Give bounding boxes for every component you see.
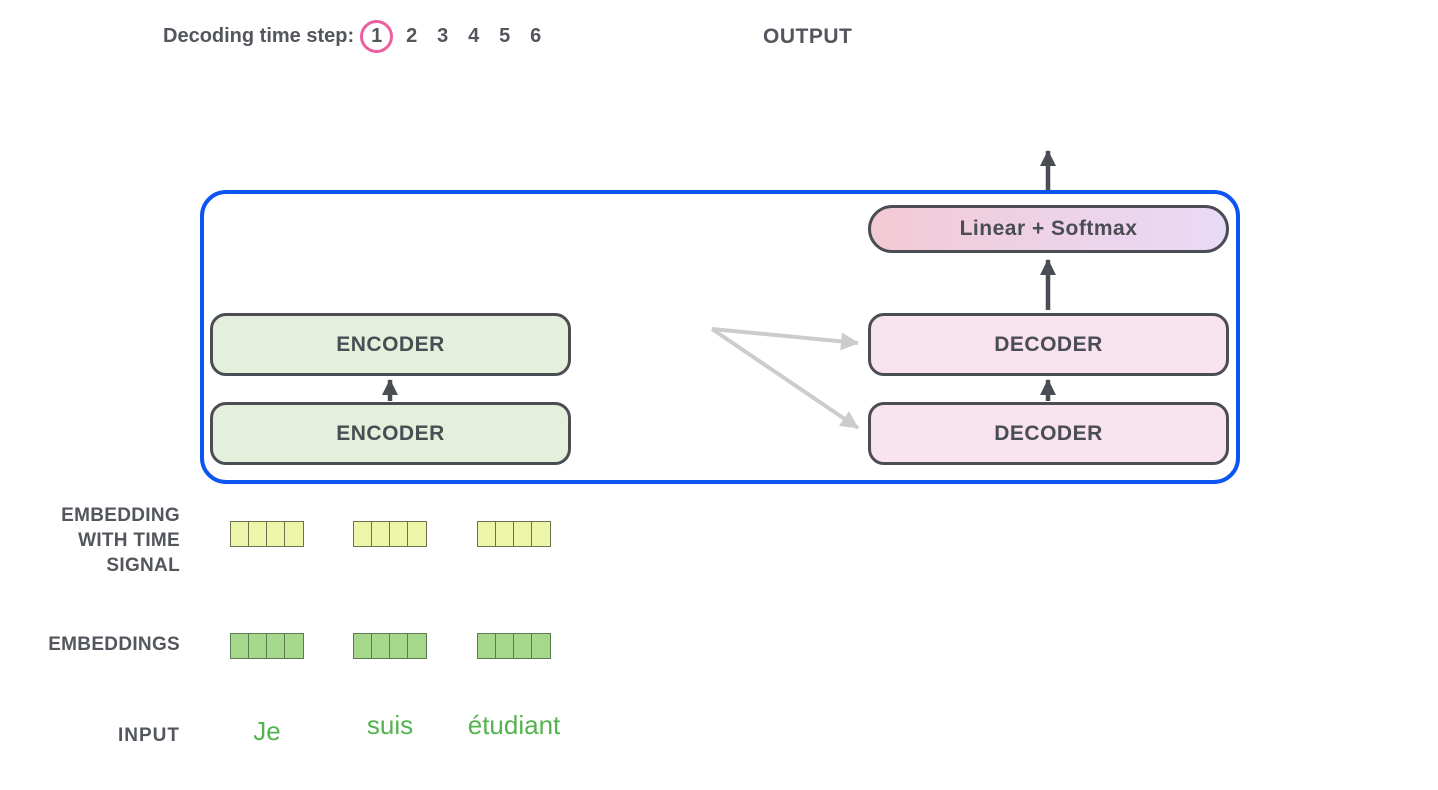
embedding-vector-2	[353, 633, 427, 659]
vector-cell	[531, 521, 551, 547]
vector-cell	[284, 521, 304, 547]
vector-cell	[266, 633, 286, 659]
time-step-6[interactable]: 6	[530, 24, 542, 47]
linear-softmax-block: Linear + Softmax	[868, 205, 1229, 253]
decoder-block-bottom: DECODER	[868, 402, 1229, 465]
time-step-4[interactable]: 4	[468, 24, 480, 47]
embeddings-label: EMBEDDINGS	[48, 634, 180, 655]
input-word-je: Je	[253, 716, 281, 746]
vector-cell	[266, 521, 286, 547]
input-word-suis: suis	[366, 710, 414, 740]
vector-cell	[248, 521, 268, 547]
vector-cell	[407, 521, 427, 547]
vector-cell	[353, 633, 373, 659]
vector-cell	[513, 521, 533, 547]
encoder-block-bottom: ENCODER	[210, 402, 571, 465]
vector-cell	[477, 633, 497, 659]
embedding-with-time-signal-line-3: SIGNAL	[106, 555, 180, 576]
time-signal-vector-1	[230, 521, 304, 547]
time-signal-vector-2	[353, 521, 427, 547]
decoding-time-steps: 1 2 3 4 5 6	[360, 19, 542, 53]
vector-cell	[495, 633, 515, 659]
time-step-3[interactable]: 3	[437, 24, 449, 47]
vector-cell	[407, 633, 427, 659]
vector-cell	[513, 633, 533, 659]
embedding-vector-1	[230, 633, 304, 659]
vector-cell	[230, 521, 250, 547]
vector-cell	[371, 633, 391, 659]
vector-cell	[389, 633, 409, 659]
time-step-5[interactable]: 5	[499, 24, 511, 47]
embedding-with-time-signal-label: EMBEDDING WITH TIME SIGNAL	[0, 503, 180, 578]
vector-cell	[477, 521, 497, 547]
vector-cell	[284, 633, 304, 659]
output-label: OUTPUT	[763, 25, 853, 48]
time-step-2[interactable]: 2	[406, 24, 418, 47]
embedding-vector-3	[477, 633, 551, 659]
input-label: INPUT	[118, 725, 180, 746]
vector-cell	[531, 633, 551, 659]
decoding-time-step-bar: Decoding time step: 1 2 3 4 5 6	[163, 16, 542, 56]
encoder-block-top: ENCODER	[210, 313, 571, 376]
vector-cell	[230, 633, 250, 659]
embedding-with-time-signal-line-2: WITH TIME	[78, 530, 180, 551]
decoder-block-top: DECODER	[868, 313, 1229, 376]
time-signal-vector-3	[477, 521, 551, 547]
vector-cell	[353, 521, 373, 547]
vector-cell	[389, 521, 409, 547]
vector-cell	[495, 521, 515, 547]
time-step-1[interactable]: 1	[360, 19, 394, 53]
vector-cell	[248, 633, 268, 659]
decoding-time-step-label: Decoding time step:	[163, 24, 355, 47]
input-word-etudiant: étudiant	[467, 710, 561, 740]
vector-cell	[371, 521, 391, 547]
embedding-with-time-signal-line-1: EMBEDDING	[61, 505, 180, 526]
